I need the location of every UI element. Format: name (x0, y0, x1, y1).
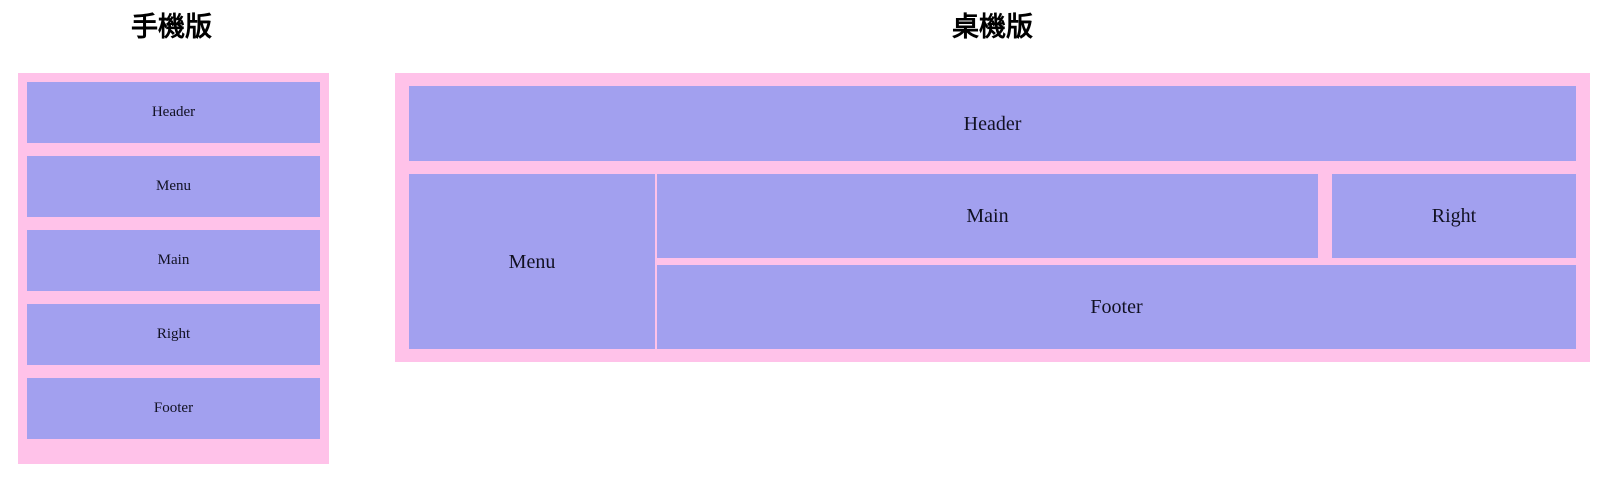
desktop-layout-container: Header Menu Main Right Footer (395, 73, 1590, 362)
desktop-region-footer: Footer (657, 265, 1576, 349)
mobile-diagram-title: 手機版 (131, 12, 212, 43)
mobile-region-right: Right (27, 304, 320, 365)
mobile-region-footer: Footer (27, 378, 320, 439)
mobile-region-main: Main (27, 230, 320, 291)
mobile-layout-container: Header Menu Main Right Footer (18, 73, 329, 464)
desktop-region-main: Main (657, 174, 1318, 258)
desktop-diagram-title: 桌機版 (952, 12, 1033, 43)
mobile-region-header: Header (27, 82, 320, 143)
desktop-region-header: Header (409, 86, 1576, 161)
desktop-region-menu: Menu (409, 174, 655, 349)
desktop-region-right: Right (1332, 174, 1576, 258)
mobile-region-menu: Menu (27, 156, 320, 217)
